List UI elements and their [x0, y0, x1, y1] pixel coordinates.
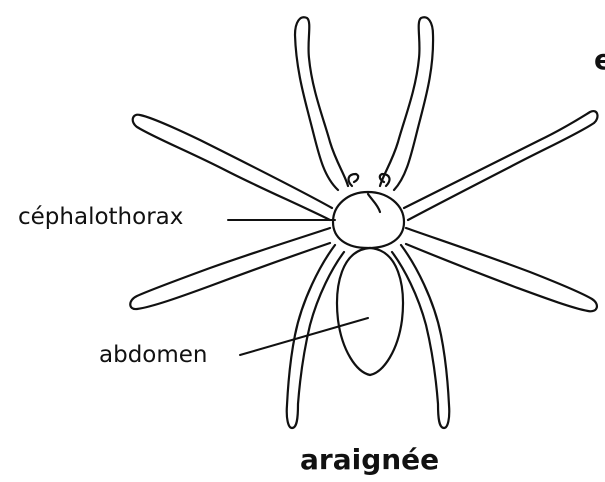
leg-back-right — [392, 245, 449, 428]
leg-front-right — [380, 17, 433, 190]
cephalothorax-label: céphalothorax — [18, 206, 183, 229]
abdomen-shape — [337, 248, 403, 375]
leg-second-right — [404, 111, 597, 220]
leg-third-right — [406, 228, 597, 311]
diagram-title: araignée — [300, 446, 439, 474]
leg-back-left — [287, 245, 344, 428]
cephalothorax-shape — [333, 192, 404, 248]
leg-third-left — [130, 228, 330, 309]
abdomen-label: abdomen — [99, 344, 208, 367]
cropped-text: e — [594, 46, 605, 74]
leg-front-left — [295, 17, 348, 190]
